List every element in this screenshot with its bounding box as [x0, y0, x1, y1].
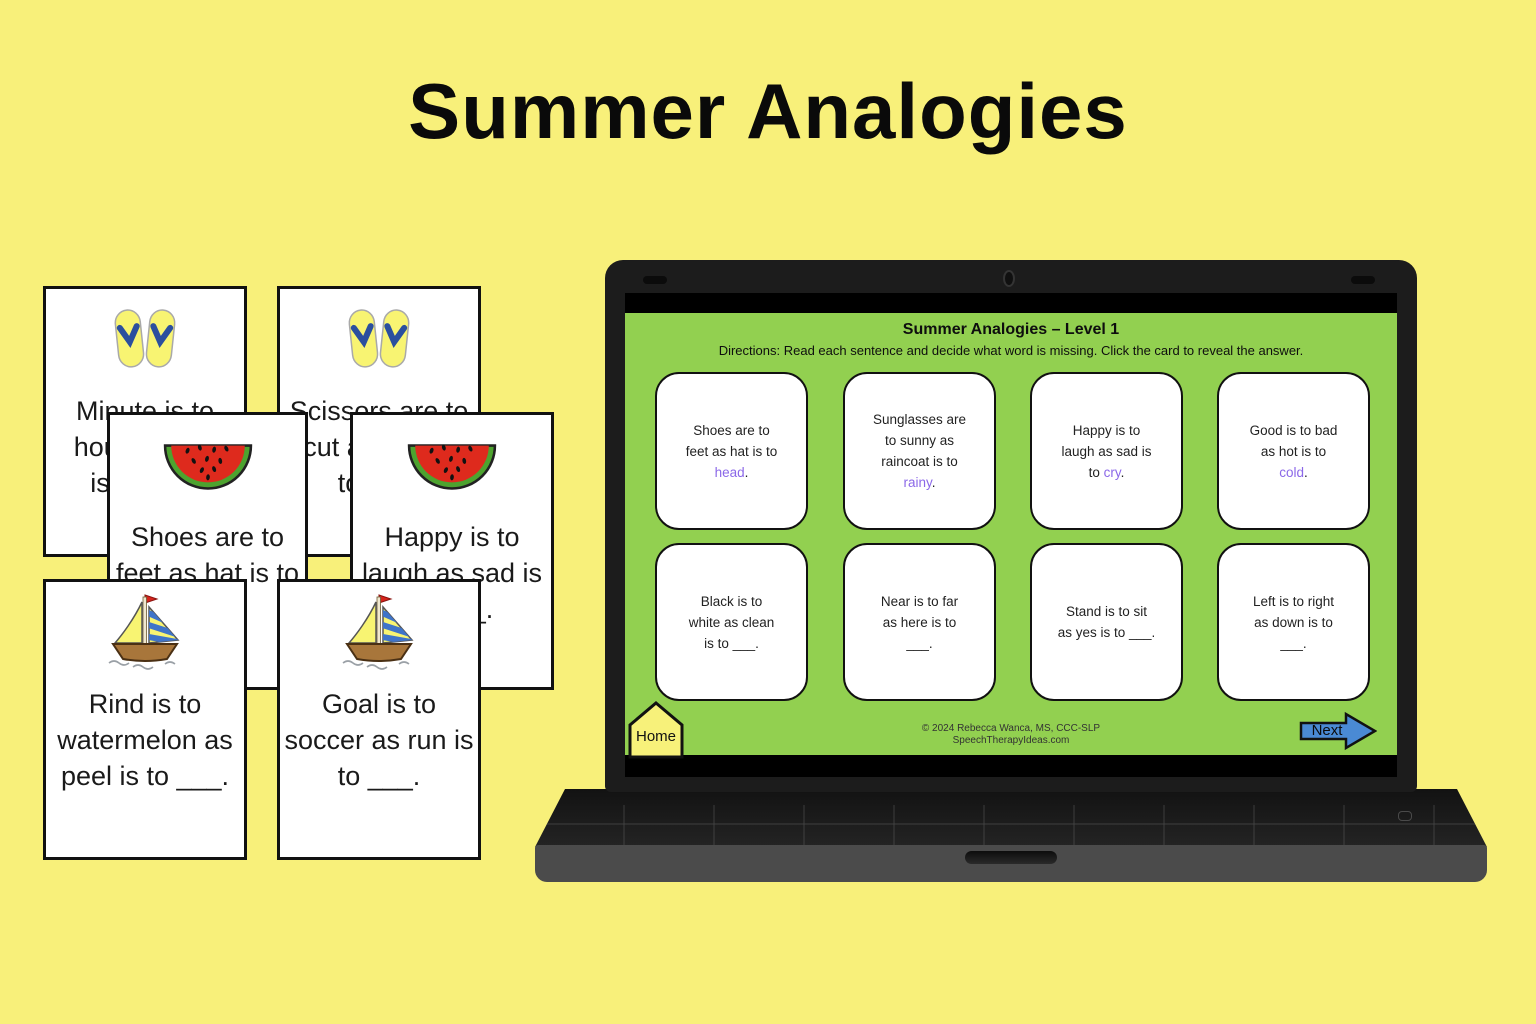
next-arrow-icon [1299, 711, 1377, 751]
keyboard-keys [535, 805, 1487, 847]
print-card-goal-soccer: Goal is to soccer as run is to ___. [277, 579, 481, 860]
card-answer: cry [1103, 464, 1121, 480]
analogy-card-stand[interactable]: Stand is to sit as yes is to ___. [1030, 543, 1183, 701]
card-text: Happy is to laugh as sad is to [1061, 422, 1152, 480]
card-text: Stand is to sit as yes is to ___. [1057, 604, 1156, 640]
card-text: Good is to bad as hot is to [1249, 422, 1338, 459]
analogy-card-left[interactable]: Left is to right as down is to ___. [1217, 543, 1370, 701]
laptop-lid-notch [965, 851, 1057, 864]
flip-flops-icon [346, 301, 412, 377]
slide-directions: Directions: Read each sentence and decid… [718, 343, 1304, 358]
analogy-card-near[interactable]: Near is to far as here is to ___. [843, 543, 996, 701]
flip-flops-icon [112, 301, 178, 377]
card-text: Sunglasses are to sunny as raincoat is t… [872, 412, 967, 469]
card-text-post: . [1304, 464, 1308, 480]
card-text: Near is to far as here is to ___. [880, 593, 959, 651]
slide-background: Summer Analogies – Level 1 Directions: R… [625, 313, 1397, 759]
card-text: Shoes are to feet as hat is to [685, 422, 778, 459]
card-text-post: . [931, 475, 936, 490]
next-button-label: Next [1311, 722, 1343, 739]
webcam-icon [1003, 270, 1015, 287]
card-answer: cold [1279, 464, 1304, 480]
print-card-rind-watermelon: Rind is to watermelon as peel is to ___. [43, 579, 247, 860]
sailboat-icon [102, 594, 188, 670]
home-button-label: Home [635, 728, 676, 745]
laptop-base [535, 845, 1487, 882]
slide-title: Summer Analogies – Level 1 [902, 321, 1120, 338]
analogy-card-good[interactable]: Good is to bad as hot is to cold. [1217, 372, 1370, 530]
page-title: Summer Analogies [408, 67, 1128, 155]
next-button[interactable]: Next [1299, 711, 1377, 751]
sailboat-icon [336, 594, 422, 670]
card-text-post: . [1120, 464, 1125, 480]
card-answer: head [714, 464, 745, 480]
power-button [1398, 811, 1412, 821]
analogy-card-shoes[interactable]: Shoes are to feet as hat is to head. [655, 372, 808, 530]
watermelon-icon [405, 427, 499, 503]
watermelon-icon [161, 427, 255, 503]
card-text: Black is to white as clean is to ___. [688, 593, 775, 651]
card-answer: rainy [903, 475, 932, 490]
print-card-text: Goal is to soccer as run is to ___. [284, 689, 474, 791]
card-text-post: . [744, 464, 749, 480]
print-card-text: Rind is to watermelon as peel is to ___. [57, 689, 233, 791]
card-text: Left is to right as down is to ___. [1252, 593, 1335, 651]
laptop-screen: Summer Analogies – Level 1 Directions: R… [625, 293, 1397, 777]
home-house-icon [628, 701, 684, 759]
hinge-mark-left [643, 276, 667, 284]
analogy-card-happy[interactable]: Happy is to laugh as sad is to cry. [1030, 372, 1183, 530]
copyright-line1: © 2024 Rebecca Wanca, MS, CCC-SLP [921, 723, 1101, 734]
copyright-line2: SpeechTherapyIdeas.com [952, 735, 1070, 746]
laptop-keyboard-deck [535, 789, 1487, 847]
laptop-lid: Summer Analogies – Level 1 Directions: R… [605, 260, 1417, 792]
analogy-card-black[interactable]: Black is to white as clean is to ___. [655, 543, 808, 701]
analogy-card-sunglasses[interactable]: Sunglasses are to sunny as raincoat is t… [843, 372, 996, 530]
copyright: © 2024 Rebecca Wanca, MS, CCC-SLP Speech… [625, 723, 1397, 747]
hinge-mark-right [1351, 276, 1375, 284]
home-button[interactable]: Home [628, 701, 684, 759]
